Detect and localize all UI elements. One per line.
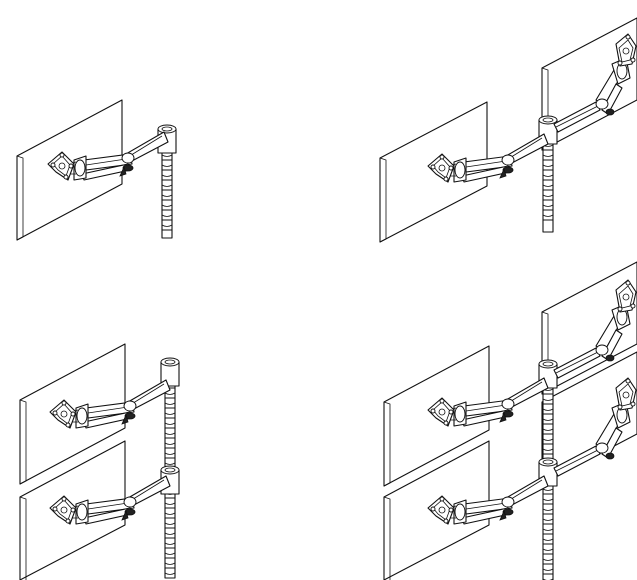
panel-quad-monitors xyxy=(383,261,637,580)
panel-single-monitor xyxy=(16,99,177,241)
mount-pole xyxy=(542,139,554,233)
panel-dual-monitor xyxy=(379,17,637,243)
panel-stacked-monitors xyxy=(19,343,180,580)
mount-pole xyxy=(161,149,173,239)
